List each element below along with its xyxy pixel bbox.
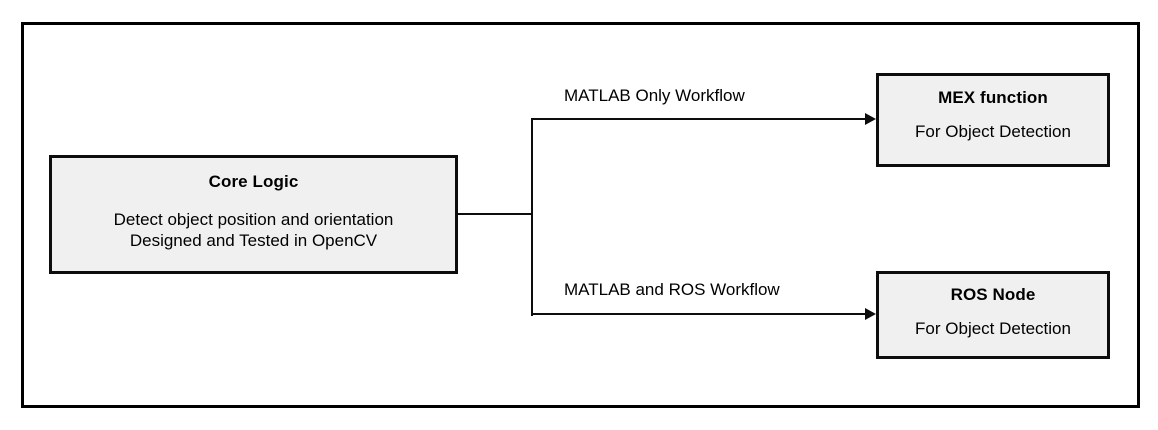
- node-ros-node-body: For Object Detection: [915, 318, 1071, 338]
- node-mex-function-body: For Object Detection: [915, 121, 1071, 141]
- connector-core-stem: [457, 213, 533, 215]
- connector-branch-to-ros: [531, 313, 872, 315]
- connector-branch-to-mex: [531, 118, 872, 120]
- node-core-logic: Core Logic Detect object position and or…: [49, 155, 458, 274]
- node-core-logic-body: Detect object position and orientation D…: [113, 209, 394, 251]
- node-ros-node: ROS Node For Object Detection: [876, 271, 1110, 359]
- arrowhead-to-mex-icon: [865, 113, 876, 125]
- node-ros-node-title: ROS Node: [950, 285, 1036, 304]
- edge-label-matlab-only-workflow: MATLAB Only Workflow: [564, 86, 745, 105]
- edge-label-matlab-and-ros-workflow: MATLAB and ROS Workflow: [564, 280, 780, 299]
- node-mex-function-title: MEX function: [938, 88, 1048, 107]
- node-mex-function: MEX function For Object Detection: [876, 73, 1110, 167]
- arrowhead-to-ros-icon: [865, 308, 876, 320]
- node-core-logic-title: Core Logic: [208, 172, 299, 191]
- connector-vertical-spine: [531, 118, 533, 316]
